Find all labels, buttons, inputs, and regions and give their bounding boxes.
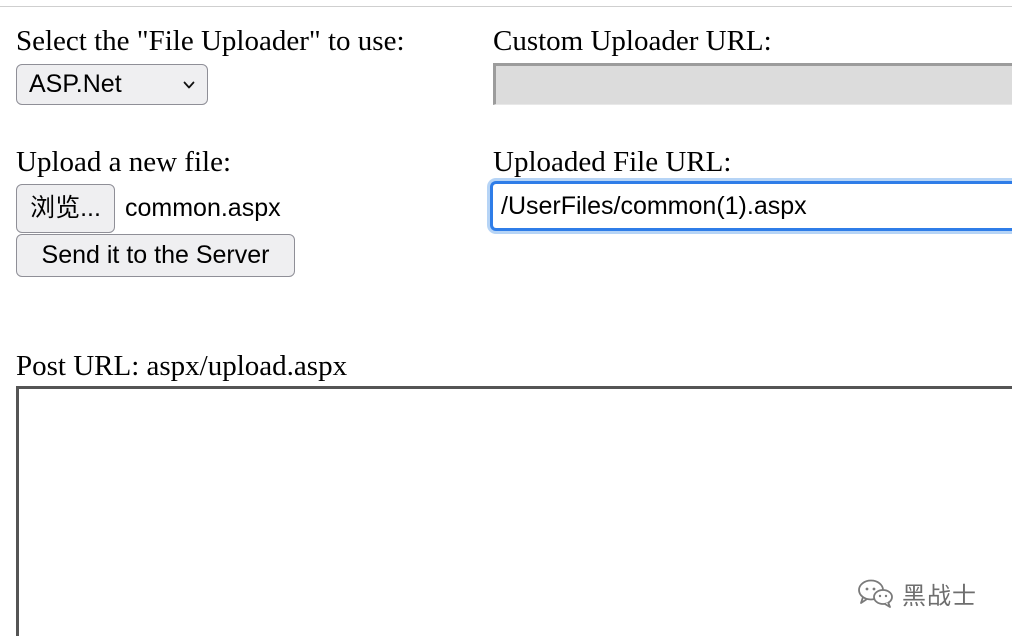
uploader-select-value: ASP.Net	[29, 70, 122, 98]
send-to-server-button[interactable]: Send it to the Server	[16, 234, 295, 277]
browse-button[interactable]: 浏览...	[16, 184, 115, 233]
custom-uploader-url-label: Custom Uploader URL:	[493, 25, 772, 57]
post-response-textarea[interactable]	[16, 386, 1012, 636]
chevron-down-icon	[183, 81, 195, 89]
top-divider	[0, 6, 1012, 7]
selected-file-name: common.aspx	[125, 194, 281, 222]
post-url-label: Post URL: aspx/upload.aspx	[16, 350, 348, 382]
watermark-text: 黑战士	[902, 581, 977, 610]
wechat-icon	[858, 579, 893, 608]
uploader-select[interactable]: ASP.Net	[16, 64, 208, 105]
watermark: 黑战士	[856, 576, 977, 610]
uploader-select-label: Select the "File Uploader" to use:	[16, 25, 405, 57]
uploaded-file-url-input[interactable]: /UserFiles/common(1).aspx	[490, 181, 1012, 231]
uploaded-file-url-label: Uploaded File URL:	[493, 146, 732, 178]
upload-file-label: Upload a new file:	[16, 146, 232, 178]
custom-uploader-url-input[interactable]	[493, 63, 1012, 105]
